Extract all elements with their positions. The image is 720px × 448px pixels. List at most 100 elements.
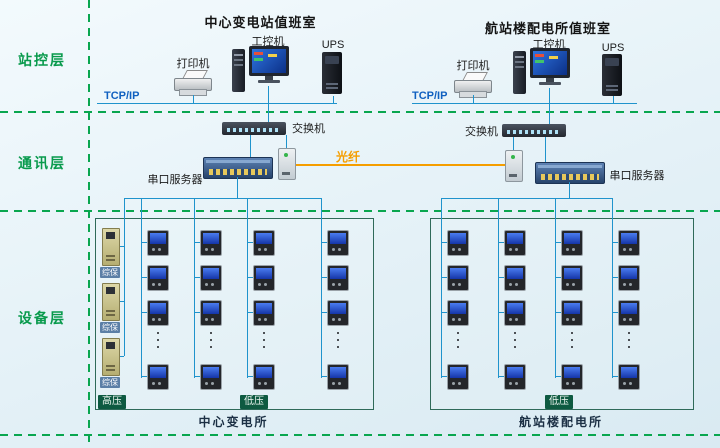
power-meter-icon — [561, 230, 583, 256]
meter-bus-line — [441, 198, 612, 199]
relay-label: 综保 — [100, 322, 120, 333]
column-line — [141, 198, 142, 378]
power-meter-icon — [618, 230, 640, 256]
right-serial-label: 串口服务器 — [609, 170, 665, 182]
ellipsis-dots — [571, 332, 573, 334]
connection-line — [549, 103, 550, 124]
switch-icon — [502, 124, 566, 137]
media-converter-icon — [505, 150, 523, 182]
left-panel-caption: 中心变电所 — [198, 415, 269, 429]
power-meter-icon — [253, 230, 275, 256]
power-meter-icon — [147, 230, 169, 256]
right-switch-label: 交换机 — [465, 126, 498, 138]
left-printer-label: 打印机 — [176, 58, 210, 70]
meter-stub-line — [498, 242, 504, 243]
workstation-icon — [232, 46, 290, 96]
power-meter-icon — [504, 265, 526, 291]
meter-stub-line — [555, 242, 561, 243]
meter-stub-line — [194, 376, 200, 377]
pc-monitor — [249, 46, 289, 76]
connection-line — [268, 103, 269, 122]
meter-stub-line — [247, 277, 253, 278]
power-meter-icon — [504, 364, 526, 390]
right-tcpip-label: TCP/IP — [412, 90, 448, 102]
power-meter-icon — [561, 364, 583, 390]
meter-bus-line — [124, 198, 321, 199]
left-pc-label: 工控机 — [251, 36, 285, 48]
power-meter-icon — [327, 265, 349, 291]
meter-stub-line — [441, 376, 447, 377]
power-meter-icon — [200, 364, 222, 390]
relay-stub-line — [120, 301, 124, 302]
connection-line — [513, 137, 514, 150]
meter-stub-line — [321, 312, 327, 313]
power-meter-icon — [147, 300, 169, 326]
power-meter-icon — [147, 364, 169, 390]
serial-server-icon — [535, 162, 605, 184]
column-line — [612, 198, 613, 378]
monitor-screen — [533, 51, 567, 75]
meter-stub-line — [555, 312, 561, 313]
column-line — [194, 198, 195, 378]
ellipsis-dots — [514, 332, 516, 334]
ellipsis-dots — [263, 332, 265, 334]
tcpip-bus-line — [97, 103, 337, 104]
power-meter-icon — [327, 364, 349, 390]
meter-stub-line — [612, 277, 618, 278]
monitor-stand — [265, 76, 273, 81]
meter-stub-line — [612, 376, 618, 377]
serial-drop-line — [569, 182, 570, 198]
layer-separator-vertical — [88, 0, 90, 448]
connection-line — [250, 135, 251, 157]
right-ups-label: UPS — [601, 42, 625, 54]
meter-stub-line — [247, 376, 253, 377]
ups-icon — [602, 54, 622, 96]
power-meter-icon — [200, 230, 222, 256]
workstation-icon — [513, 48, 571, 98]
printer-icon — [174, 70, 212, 96]
right-printer-label: 打印机 — [456, 60, 490, 72]
power-meter-icon — [447, 300, 469, 326]
relay-icon — [102, 228, 120, 266]
layer-separator-bottom — [0, 434, 720, 436]
pc-tower — [513, 51, 526, 94]
meter-stub-line — [141, 242, 147, 243]
meter-stub-line — [247, 242, 253, 243]
relay-icon — [102, 338, 120, 376]
connection-line — [333, 96, 334, 103]
power-meter-icon — [447, 364, 469, 390]
power-meter-icon — [447, 230, 469, 256]
pc-tower — [232, 49, 245, 92]
column-line — [441, 198, 442, 378]
power-meter-icon — [253, 300, 275, 326]
relay-label: 综保 — [100, 377, 120, 388]
meter-stub-line — [555, 277, 561, 278]
meter-stub-line — [555, 376, 561, 377]
layer-separator-station-comm — [0, 111, 720, 113]
meter-stub-line — [498, 277, 504, 278]
fiber-line — [296, 164, 505, 166]
serial-drop-line — [237, 177, 238, 198]
meter-stub-line — [141, 312, 147, 313]
monitor-base — [539, 82, 561, 85]
column-line — [321, 198, 322, 378]
left-switch-label: 交换机 — [292, 123, 325, 135]
ellipsis-dots — [337, 332, 339, 334]
power-meter-icon — [561, 300, 583, 326]
connection-line — [193, 95, 194, 103]
lv-badge-left: 低压 — [240, 395, 268, 409]
power-meter-icon — [447, 265, 469, 291]
power-meter-icon — [147, 265, 169, 291]
power-meter-icon — [504, 300, 526, 326]
ellipsis-dots — [457, 332, 459, 334]
connection-line — [613, 96, 614, 103]
left-ups-label: UPS — [321, 39, 345, 51]
connection-line — [286, 135, 287, 148]
ellipsis-dots — [628, 332, 630, 334]
fiber-label: 光纤 — [335, 150, 360, 164]
left-tcpip-label: TCP/IP — [104, 90, 140, 102]
meter-stub-line — [141, 376, 147, 377]
meter-stub-line — [612, 312, 618, 313]
meter-stub-line — [498, 376, 504, 377]
monitor-screen — [252, 49, 286, 73]
